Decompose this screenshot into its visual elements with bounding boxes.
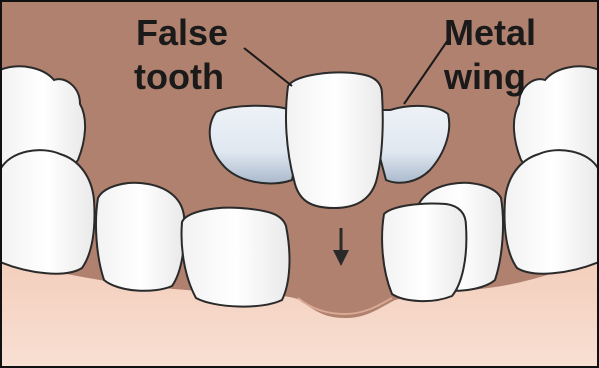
left-canine [96,183,185,291]
false-tooth-label-line1: False [136,14,228,52]
metal-wing-label-line1: Metal [444,14,536,52]
left-premolar [0,150,95,274]
right-abutment-incisor [382,203,466,301]
metal-wing-label-line2: wing [444,58,526,96]
left-abutment-incisor [182,208,290,307]
right-premolar [505,150,599,274]
false-tooth-label-line2: tooth [134,58,224,96]
false-tooth [286,73,383,209]
